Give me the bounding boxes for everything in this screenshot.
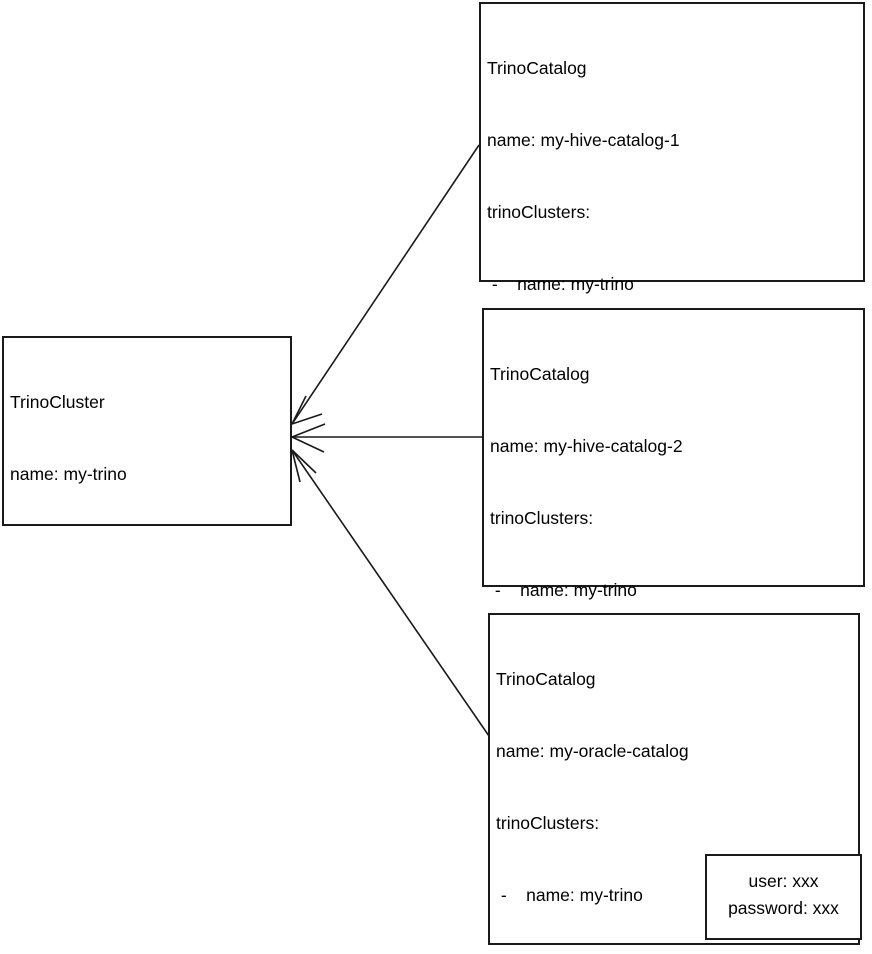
node-trino-cluster[interactable]: TrinoCluster name: my-trino xyxy=(2,336,292,526)
node-trino-cluster-text: TrinoCluster name: my-trino xyxy=(10,342,286,534)
node-line: trinoClusters: xyxy=(490,508,594,528)
node-trino-catalog-oracle[interactable]: TrinoCatalog name: my-oracle-catalog tri… xyxy=(488,613,862,945)
node-line: user: xxx xyxy=(748,871,819,891)
node-line: TrinoCatalog xyxy=(490,364,590,384)
node-line: password: xxx xyxy=(728,898,839,918)
node-line: - name: my-trino xyxy=(490,580,637,600)
node-oracle-credentials-secret-text: user: xxx password: xxx xyxy=(707,868,860,922)
node-trino-catalog-hive-1[interactable]: TrinoCatalog name: my-hive-catalog-1 tri… xyxy=(479,2,865,654)
node-trino-catalog-oracle-text: TrinoCatalog name: my-oracle-catalog tri… xyxy=(496,619,854,954)
node-line: name: my-hive-catalog-2 xyxy=(490,436,683,456)
node-line: name: my-oracle-catalog xyxy=(496,741,689,761)
node-line: trinoClusters: xyxy=(487,202,591,222)
edge-oracle-catalog-to-cluster xyxy=(291,449,490,737)
node-line: TrinoCatalog xyxy=(496,669,596,689)
node-trino-catalog-hive-2[interactable]: TrinoCatalog name: my-hive-catalog-2 tri… xyxy=(482,308,865,888)
node-line: TrinoCatalog xyxy=(487,58,587,78)
node-line: name: my-hive-catalog-1 xyxy=(487,130,680,150)
node-line: - name: my-trino xyxy=(496,885,643,905)
node-line: - name: my-trino xyxy=(487,274,634,294)
node-line: name: my-trino xyxy=(10,464,127,484)
node-oracle-credentials-secret[interactable]: user: xxx password: xxx xyxy=(705,854,862,940)
edge-hive-catalog-1-to-cluster xyxy=(291,144,480,425)
node-line: trinoClusters: xyxy=(496,813,600,833)
edge-hive-catalog-2-to-cluster xyxy=(291,423,482,453)
node-line: TrinoCluster xyxy=(10,392,105,412)
